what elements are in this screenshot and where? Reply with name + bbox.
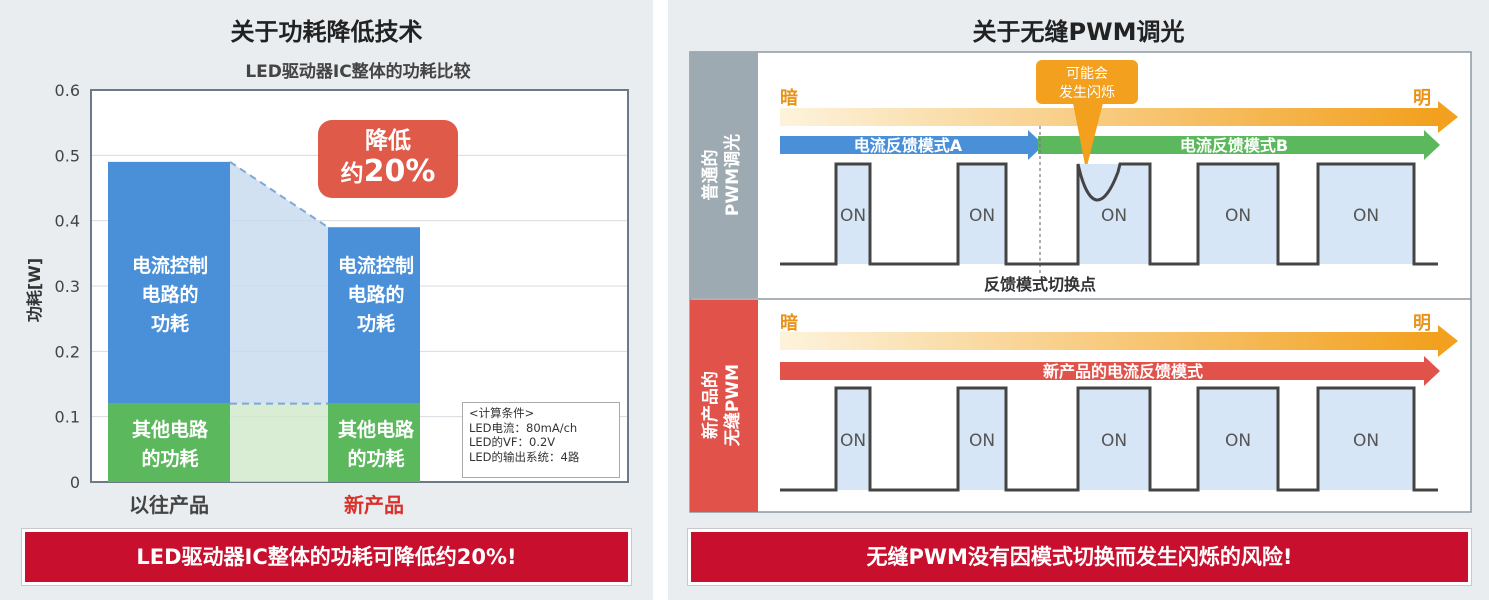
- svg-text:发生闪烁: 发生闪烁: [1059, 85, 1115, 101]
- on-pulse: [1318, 388, 1414, 490]
- bar2-control-label: 电流控制电路的功耗: [337, 255, 414, 335]
- badge-prefix: 约: [340, 161, 364, 187]
- badge-number: 20%: [363, 154, 436, 189]
- trend-line-top: [229, 161, 329, 229]
- on-pulse: [1078, 388, 1150, 490]
- y-axis-label: 功耗[W]: [25, 258, 44, 322]
- y-tick-label: 0.5: [55, 146, 80, 165]
- bar1-control-label: 电流控制电路的功耗: [131, 255, 208, 335]
- power-panel: 关于功耗降低技术 LED驱动器IC整体的功耗比较 0 0.1 0.2 0.3 0.4 0.…: [0, 0, 653, 600]
- new-mode-label: 新产品的电流反馈模式: [1043, 362, 1203, 381]
- bar-other-2: [328, 403, 420, 482]
- mode-b-arrow: [1038, 130, 1440, 160]
- x-category-label: 以往产品: [129, 493, 209, 517]
- on-label: ON: [1101, 206, 1127, 226]
- row2-pwm-waveform: [780, 386, 1438, 492]
- on-pulse: [836, 388, 870, 490]
- on-label: ON: [969, 206, 995, 226]
- other-shade: [230, 403, 328, 482]
- on-label: ON: [1353, 206, 1379, 226]
- row1-side-label-2: PWM调光: [722, 134, 743, 216]
- dark-label-1: 暗: [780, 87, 798, 109]
- pwm-banner: 无缝PWM没有因模式切换而发生闪烁的风险!: [688, 529, 1471, 585]
- on-label: ON: [840, 431, 866, 451]
- bar-other-1: [108, 403, 230, 482]
- on-pulse: [836, 164, 870, 264]
- badge-line1: 降低: [365, 128, 411, 154]
- pwm-panel-title: 关于无缝PWM调光: [972, 18, 1185, 46]
- row1-side-bar: [690, 52, 758, 298]
- row2-side-bar: [690, 300, 758, 512]
- on-label: ON: [1225, 431, 1251, 451]
- bar-control-1: [108, 161, 230, 404]
- on-pulse: [1198, 164, 1278, 264]
- chart-title: LED驱动器IC整体的功耗比较: [245, 61, 470, 82]
- brightness-arrow-1: [780, 101, 1458, 133]
- y-tick-label: 0.2: [55, 342, 80, 361]
- pwm-panel: 关于无缝PWM调光 普通的 PWM调光 新产品的 无缝PWM 暗 明: [668, 0, 1489, 600]
- bright-label-2: 明: [1413, 313, 1431, 334]
- bar-control-2: [328, 227, 420, 404]
- on-label: ON: [1353, 431, 1379, 451]
- y-tick-label: 0.6: [55, 81, 80, 100]
- switch-point-label: 反馈模式切换点: [984, 275, 1096, 294]
- y-tick-label: 0.4: [55, 212, 80, 231]
- calc-conditions: <计算条件> LED电流：80mA/ch LED的VF：0.2V LED的输出系…: [462, 402, 620, 478]
- x-category-label: 新产品: [344, 493, 404, 517]
- on-pulse: [1318, 164, 1414, 264]
- bar2-other-label: 其他电路的功耗: [337, 419, 414, 470]
- bar1-other-label: 其他电路的功耗: [131, 419, 208, 470]
- dark-label-2: 暗: [780, 312, 798, 334]
- brightness-arrow-2: [780, 325, 1458, 357]
- on-pulse: [1198, 388, 1278, 490]
- on-label: ON: [840, 206, 866, 226]
- bright-label-1: 明: [1413, 88, 1431, 109]
- reduction-badge: 降低 约20%: [318, 120, 458, 198]
- y-tick-label: 0: [70, 473, 80, 492]
- on-label: ON: [1101, 431, 1127, 451]
- mode-a-arrow: [780, 130, 1044, 160]
- svg-text:可能会: 可能会: [1066, 66, 1108, 82]
- y-tick-label: 0.3: [55, 277, 80, 296]
- pwm-diagram: 普通的 PWM调光 新产品的 无缝PWM 暗 明 电流反馈模式A 电流反馈模式B…: [689, 51, 1472, 513]
- row2-side-label-2: 无缝PWM: [722, 364, 743, 447]
- mode-b-label: 电流反馈模式B: [1180, 136, 1288, 155]
- flicker-callout: 可能会 发生闪烁: [1036, 60, 1138, 170]
- reduction-shade: [230, 161, 328, 404]
- row1-pwm-waveform: [780, 162, 1438, 266]
- mode-a-label: 电流反馈模式A: [854, 136, 963, 155]
- row1-side-label-1: 普通的: [700, 150, 721, 201]
- row1-pwm-pulses: ON ON ON ON ON: [836, 164, 1414, 264]
- new-mode-arrow: [780, 356, 1440, 386]
- row2-pwm-pulses: ON ON ON ON ON: [836, 388, 1414, 490]
- power-banner: LED驱动器IC整体的功耗可降低约20%!: [22, 529, 631, 585]
- y-tick-label: 0.1: [55, 408, 80, 427]
- power-chart: LED驱动器IC整体的功耗比较 0 0.1 0.2 0.3 0.4 0.5 0.6 功耗[W…: [25, 61, 629, 517]
- row2-side-label-1: 新产品的: [700, 371, 721, 439]
- power-panel-title: 关于功耗降低技术: [230, 18, 423, 46]
- on-pulse: [958, 388, 1006, 490]
- on-label: ON: [969, 431, 995, 451]
- on-pulse: [958, 164, 1006, 264]
- on-label: ON: [1225, 206, 1251, 226]
